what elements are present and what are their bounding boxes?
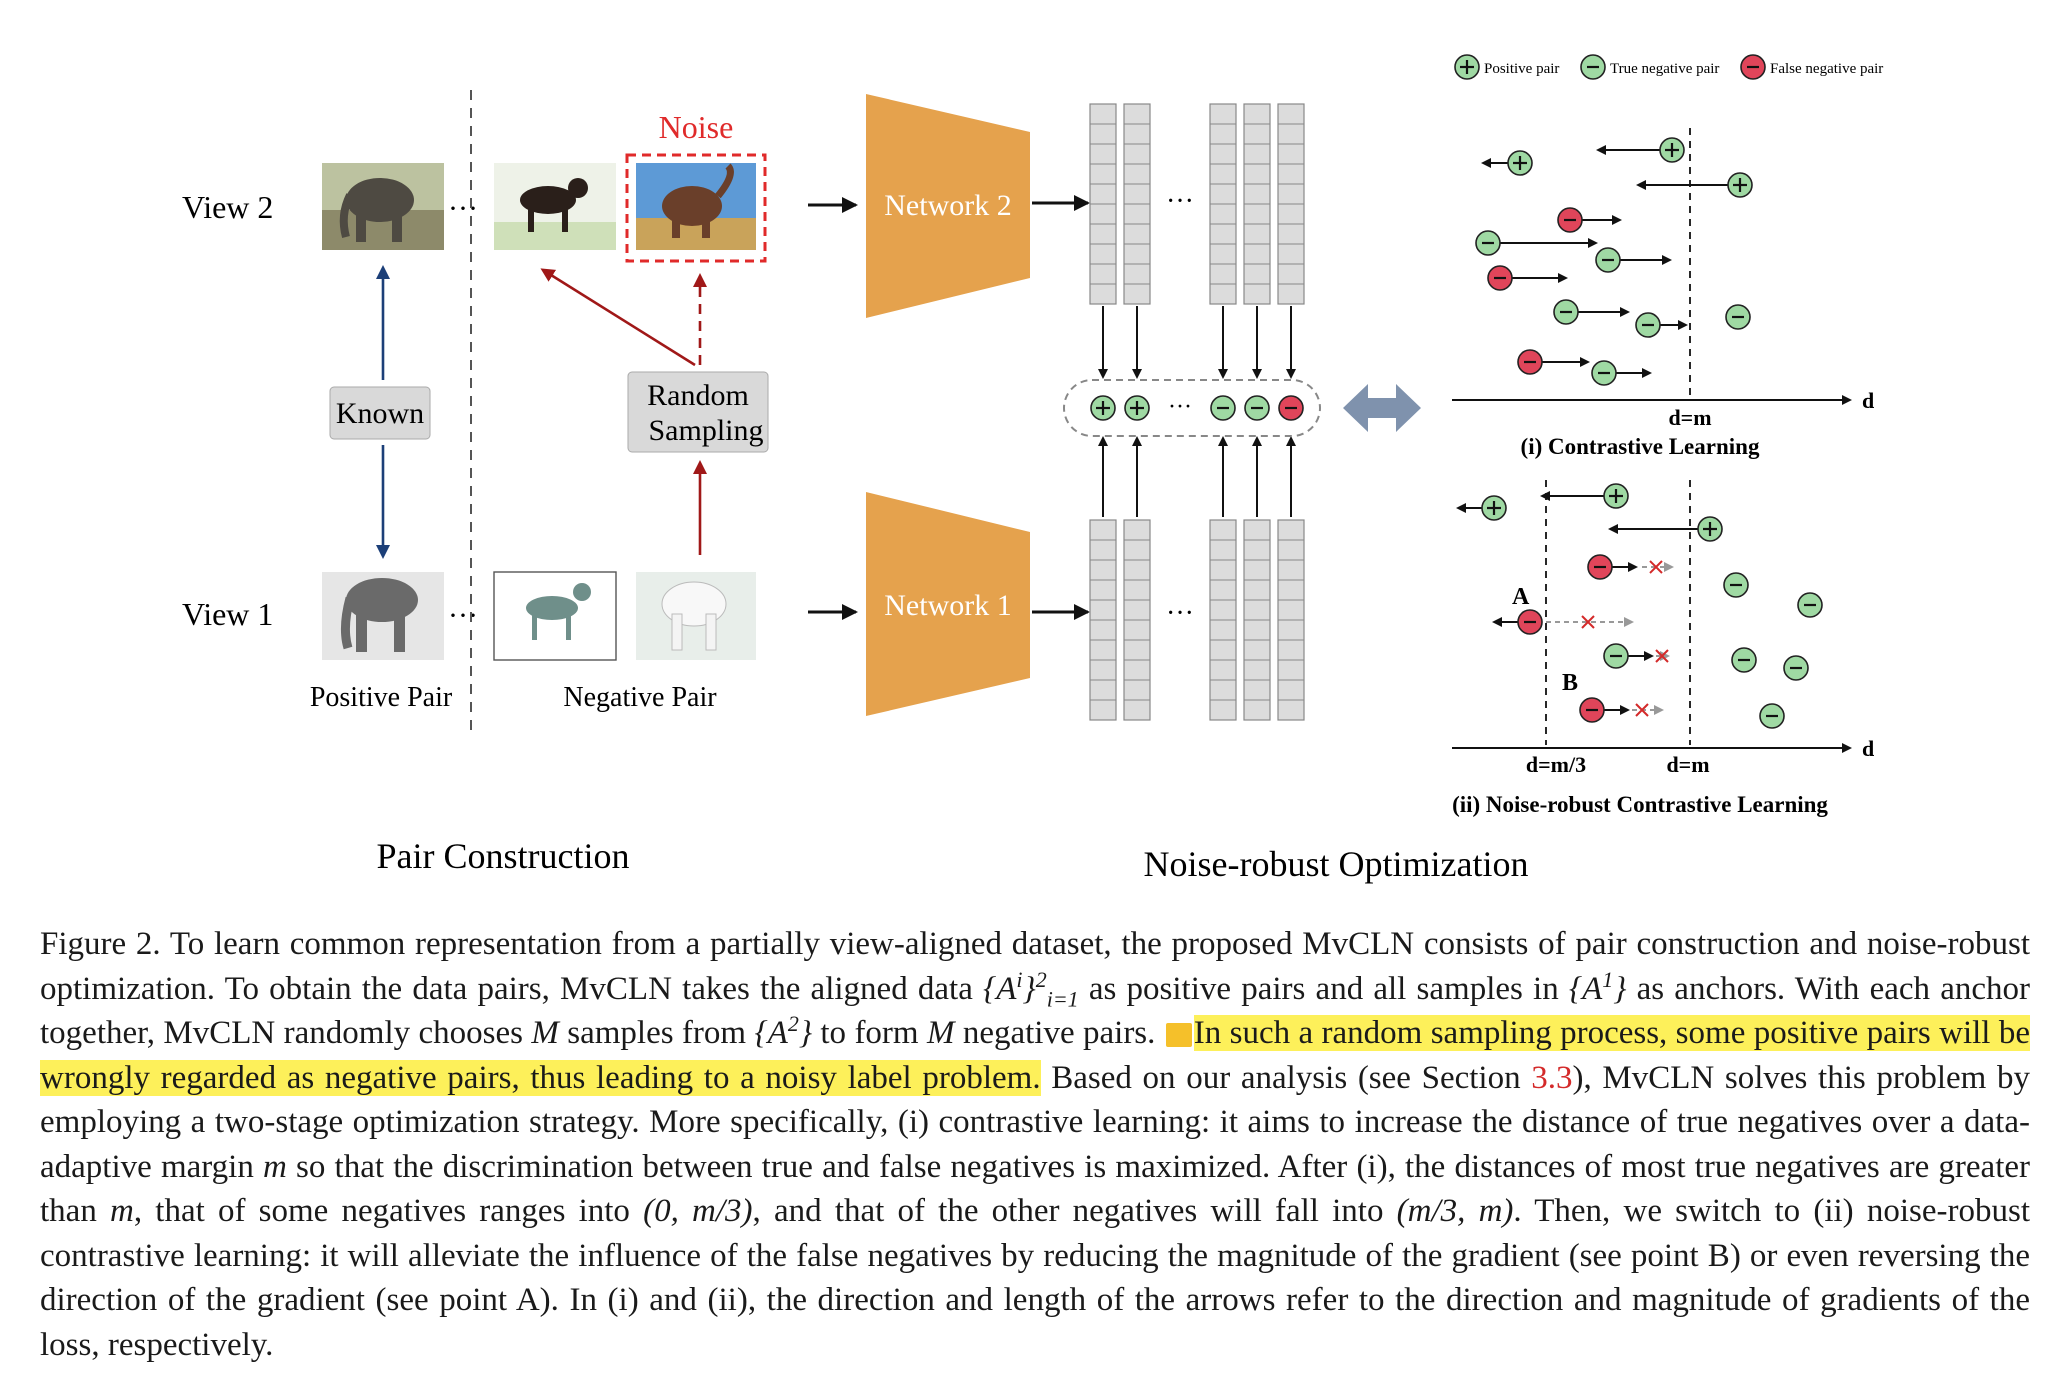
figure-caption: Figure 2. To learn common representation… (40, 922, 2030, 1367)
true-negative-icon (1209, 394, 1237, 422)
false-negative-icon (1277, 394, 1305, 422)
point-b-label: B (1562, 670, 1578, 696)
rottweiler-photo (494, 163, 616, 250)
legend-positive-icon (1453, 53, 1481, 81)
panel-ii-third-label: d=m/3 (1526, 752, 1586, 777)
math-range-2: (m/3, m) (1396, 1193, 1514, 1229)
feature-columns-view2 (1089, 103, 1305, 305)
caption-text: , that of some negatives ranges into (133, 1193, 644, 1229)
negative-pair-label: Negative Pair (563, 682, 717, 713)
figure-diagram: View 2 View 1 ··· Noise ··· (182, 53, 1883, 884)
random-sampling-box (627, 371, 769, 453)
dog-3d-model (493, 571, 617, 661)
math-aligned-data: {Ai}2i=1 (983, 966, 1079, 1012)
elephant-3d-model-white (636, 572, 756, 660)
legend-true-negative-label: True negative pair (1610, 61, 1719, 77)
caption-text: . Then, we switch to (ii) noise-robust c… (40, 1193, 2030, 1363)
legend-true-negative-icon (1579, 53, 1607, 81)
columns-ellipsis-top: ··· (1166, 186, 1194, 217)
caption-text: as positive pairs and all samples in (1078, 970, 1569, 1007)
elephant-3d-model-view1 (322, 572, 444, 660)
panel-ii-axis-label: d (1862, 736, 1874, 761)
positive-pair-label: Positive Pair (310, 682, 453, 713)
elephant-photo-noise (636, 163, 756, 250)
ellipsis-view2: ··· (448, 192, 478, 225)
section-link[interactable]: 3.3 (1531, 1059, 1573, 1096)
known-label: Known (336, 397, 424, 430)
caption-text: ), MvCLN solves this problem by employin… (40, 1059, 2030, 1185)
panel-i-title: (i) Contrastive Learning (1521, 434, 1760, 459)
caption-text: as anchors. With each anchor together, M… (40, 970, 2031, 1052)
math-M: M (531, 1015, 559, 1051)
math-m: m (263, 1148, 287, 1185)
panel-ii-title: (ii) Noise-robust Contrastive Learning (1452, 792, 1828, 817)
pair-arrows (1098, 306, 1296, 517)
columns-ellipsis-bottom: ··· (1166, 598, 1194, 629)
caption-text: negative pairs. (954, 1015, 1164, 1051)
noise-box (625, 153, 767, 263)
view1-label: View 1 (182, 596, 273, 632)
pair-construction-title: Pair Construction (377, 836, 630, 876)
network2-label: Network 2 (884, 189, 1011, 222)
point-a-label: A (1512, 584, 1530, 610)
ellipsis-view1: ··· (448, 599, 478, 632)
math-range-1: (0, m/3) (643, 1193, 753, 1229)
view2-label: View 2 (182, 189, 273, 225)
noise-label: Noise (659, 109, 734, 145)
pair-ellipsis: ··· (1168, 394, 1192, 420)
pair-set-box (1063, 379, 1321, 437)
known-box (329, 386, 431, 440)
math-m: m (110, 1193, 134, 1229)
caption-text: Based on our analysis (see Section (1040, 1059, 1532, 1096)
caption-text: , and that of the other negatives will f… (752, 1193, 1397, 1229)
caption-text: so that the discrimination between true … (40, 1148, 2031, 1230)
caption-text: Figure 2. To learn common representation… (40, 926, 2030, 1007)
random-arrow-to-negative (540, 268, 696, 367)
network1-label: Network 1 (884, 589, 1011, 622)
positive-pair-icon (1089, 394, 1117, 422)
panel-i-margin-label: d=m (1668, 405, 1711, 430)
network1-trapezoid (866, 492, 1030, 716)
random-label-2: Sampling (648, 414, 763, 447)
network2-trapezoid (866, 94, 1030, 318)
random-label-1: Random (647, 379, 749, 412)
panel-ii-noise-robust (1452, 480, 1852, 753)
panel-i-axis-label: d (1862, 388, 1874, 413)
caption-text: samples from (558, 1015, 755, 1051)
elephant-photo-view2 (322, 163, 444, 250)
panel-i-contrastive (1452, 128, 1852, 405)
legend-false-negative-label: False negative pair (1770, 61, 1883, 77)
math-a1: {A1} (1568, 966, 1627, 1007)
caption-text: to form (812, 1015, 927, 1051)
positive-pair-icon (1123, 394, 1151, 422)
math-a2: {A2} (754, 1011, 813, 1052)
feature-columns-view1 (1089, 519, 1305, 721)
panel-ii-margin-label: d=m (1666, 752, 1709, 777)
double-arrow-icon (1343, 384, 1421, 432)
legend-positive-label: Positive pair (1484, 61, 1559, 77)
optimization-title: Noise-robust Optimization (1144, 844, 1529, 884)
math-M: M (926, 1015, 955, 1051)
true-negative-icon (1243, 394, 1271, 422)
legend-false-negative-icon (1739, 53, 1767, 81)
note-annotation-icon[interactable] (1165, 1023, 1192, 1048)
